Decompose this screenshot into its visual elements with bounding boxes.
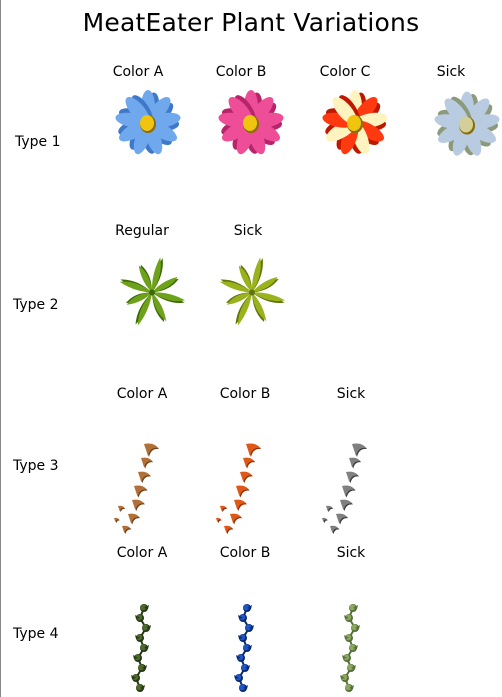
row-label-type-2: Type 2 bbox=[13, 297, 59, 313]
leaf-sprite-type2-sick bbox=[219, 257, 286, 326]
row-label-type-4: Type 4 bbox=[13, 626, 59, 642]
row-label-type-1: Type 1 bbox=[15, 134, 61, 150]
col-label-type1-sick: Sick bbox=[436, 64, 466, 80]
thorn-sprite-type3-a bbox=[114, 443, 159, 535]
thorn-sprite-type3-b bbox=[216, 443, 261, 535]
col-label-type1-a: Color A bbox=[112, 64, 164, 80]
col-label-type4-a: Color A bbox=[116, 545, 168, 561]
vine-sprite-type4-b bbox=[234, 604, 254, 692]
col-label-type4-b: Color B bbox=[219, 545, 271, 561]
col-label-type3-b: Color B bbox=[219, 386, 271, 402]
flower-sprite-type1-c bbox=[322, 90, 388, 155]
vine-sprite-type4-a bbox=[131, 604, 151, 692]
flower-sprite-type1-sick bbox=[434, 91, 500, 156]
row-label-type-3: Type 3 bbox=[13, 458, 59, 474]
col-label-type1-b: Color B bbox=[215, 64, 267, 80]
col-label-type2-regular: Regular bbox=[115, 223, 169, 239]
vine-sprite-type4-sick bbox=[340, 604, 360, 692]
leaf-sprite-type2-regular bbox=[119, 257, 186, 326]
page-title: MeatEater Plant Variations bbox=[82, 8, 420, 37]
thorn-sprite-type3-sick bbox=[322, 443, 367, 535]
col-label-type2-sick: Sick bbox=[233, 223, 263, 239]
col-label-type3-a: Color A bbox=[116, 386, 168, 402]
col-label-type1-c: Color C bbox=[319, 64, 371, 80]
col-label-type3-sick: Sick bbox=[336, 386, 366, 402]
flower-sprite-type1-a bbox=[115, 90, 181, 155]
flower-sprite-type1-b bbox=[218, 90, 284, 155]
col-label-type4-sick: Sick bbox=[336, 545, 366, 561]
